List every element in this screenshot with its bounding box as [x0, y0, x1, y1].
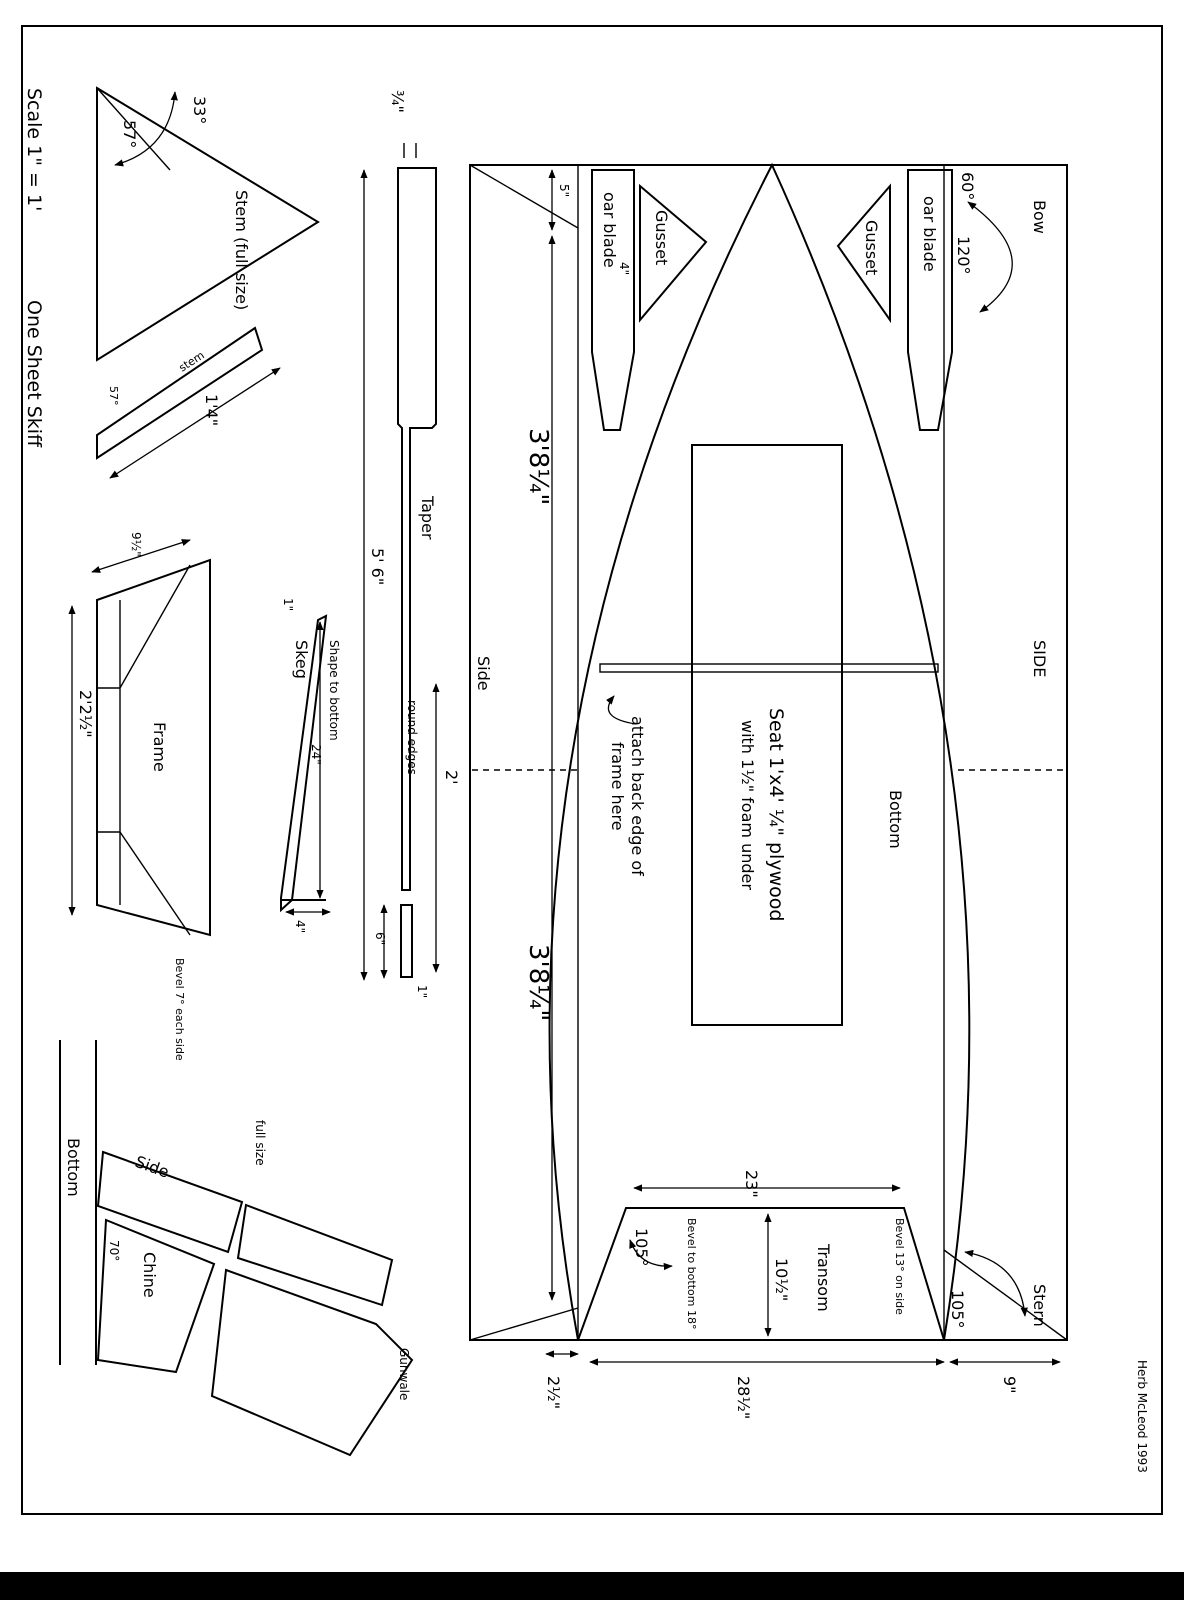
stem-piece-length: 1'4" [202, 394, 221, 426]
section-gunwale-label: Gunwale [397, 1348, 411, 1400]
gusset-left [639, 183, 708, 323]
frame-drawing: 2'2½" 9½" Frame Bevel 7° each side [68, 532, 211, 1061]
frame-label: Frame [150, 722, 169, 772]
scale-label: Scale 1" = 1' [23, 88, 45, 211]
section-drawing: full size Bottom Side Chine 70° Gunwale [59, 1040, 414, 1457]
layout-side-top: SIDE [1030, 640, 1049, 677]
oar-length: 5' 6" [368, 548, 387, 585]
attach-note-line2: frame here [608, 742, 627, 831]
stem-angle-a: 33° [190, 96, 209, 124]
transom-height: 10½" [772, 1258, 791, 1301]
frame-bevel: Bevel 7° each side [173, 958, 186, 1061]
gusset-label-right: Gusset [862, 220, 881, 275]
oar-drawing: ¾" 5' 6" Taper round edges 2' 6" 1" [360, 90, 461, 998]
section-bottom: Bottom [64, 1138, 83, 1197]
skeg-top: 1" [281, 598, 295, 611]
attach-arrow [605, 695, 637, 725]
frame-outline [96, 558, 211, 937]
gusset-right [836, 183, 891, 324]
stern-offset: 9" [1000, 1376, 1019, 1394]
layout-bottom: Bottom [886, 790, 905, 849]
frame-width: 2'2½" [76, 690, 95, 738]
seat-note-line2: with 1½" foam under [738, 720, 757, 890]
section-full-size: full size [253, 1120, 267, 1166]
oar-blade-width: 4" [617, 262, 631, 275]
oar-tip-width: 1" [415, 985, 429, 998]
gusset-label-left: Gusset [652, 210, 671, 265]
oar-tip-length: 6" [373, 932, 387, 945]
stem-label: Stem (full size) [232, 190, 251, 310]
oar-blade-label-left: oar blade [600, 192, 619, 268]
sheet-name: One Sheet Skiff [23, 300, 45, 448]
stern-angle-a: 105° [948, 1290, 967, 1329]
skeg-label: Skeg [292, 640, 311, 679]
frame-leg: 9½" [129, 532, 143, 557]
bevel-side: Bevel 13° on side [893, 1218, 906, 1315]
section-chine-label: Chine [140, 1252, 159, 1298]
oar-blade-left [591, 169, 635, 431]
section-gunwale [210, 1268, 414, 1457]
attach-note-line1: attach back edge of [628, 716, 647, 876]
transom-bottom: 28½" [734, 1376, 753, 1419]
section-side-label: Side [133, 1152, 172, 1182]
layout-bow: Bow [1030, 200, 1049, 234]
sheet-border [21, 25, 1163, 1515]
bow-angle-small: 60° [958, 172, 977, 200]
skeg-drawing: 1" Skeg Shape to bottom 24" 4" [280, 598, 341, 933]
stern-angle-b: 105° [632, 1228, 651, 1267]
half-length-b: 3'8¼" [523, 944, 553, 1021]
layout-transom: Transom [814, 1243, 833, 1312]
seat-note-line1: Seat 1'x4' ¼" plywood [765, 708, 787, 921]
half-length-a: 3'8¼" [523, 428, 553, 505]
oar-blade-right [907, 169, 953, 431]
section-gunwale-top [236, 1203, 394, 1307]
skeg-shape-note: Shape to bottom [327, 640, 341, 741]
oar-handle-dim: ¾" [388, 90, 407, 113]
section-angle: 70° [107, 1240, 121, 1261]
skeg-shape [280, 614, 328, 913]
transom-angle-arc [629, 1239, 673, 1271]
stern-angle-arc [964, 1249, 1028, 1317]
bevel-bottom: Bevel to bottom 18° [685, 1218, 698, 1329]
layout-sheet: SIDE Side Bottom Bow Stern Transom oar b… [469, 162, 1068, 1419]
section-side [96, 1150, 244, 1254]
skeg-base: 4" [293, 920, 307, 933]
frame-attach-bar [599, 663, 939, 673]
layout-stern: Stern [1030, 1284, 1049, 1327]
oar-loom: 2' [442, 770, 461, 785]
stem-piece-dim [109, 367, 281, 479]
stem-piece-angle: 57° [107, 386, 120, 406]
oar-grip [400, 904, 413, 978]
author-label: Herb McLeod 1993 [1135, 1360, 1149, 1473]
transom-top: 23" [742, 1170, 761, 1198]
frame-leg-dim [91, 539, 191, 573]
bow-offset: 5" [557, 184, 571, 197]
stem-angle-arc [114, 91, 178, 167]
bow-angle-large: 120° [954, 236, 973, 275]
oar-taper: Taper [418, 495, 437, 540]
stem-triangle [96, 86, 320, 362]
oar-round-edges: round edges [405, 700, 419, 775]
stem-piece [96, 326, 264, 460]
layout-side-bottom: Side [474, 656, 493, 691]
skeg-length: 24" [309, 744, 323, 765]
oar-blade-shape [397, 167, 437, 891]
oar-blade-label-right: oar blade [920, 196, 939, 272]
stem-angle-b: 57° [120, 120, 139, 148]
corner-offset: 2½" [544, 1376, 563, 1409]
section-chine [96, 1218, 216, 1374]
bow-angle-arc [967, 201, 1013, 313]
scan-edge-bar [0, 1572, 1184, 1600]
seat-rect [691, 444, 843, 1026]
stem-detail: 33° 57° Stem (full size) stem 57° 1'4" [96, 86, 320, 479]
